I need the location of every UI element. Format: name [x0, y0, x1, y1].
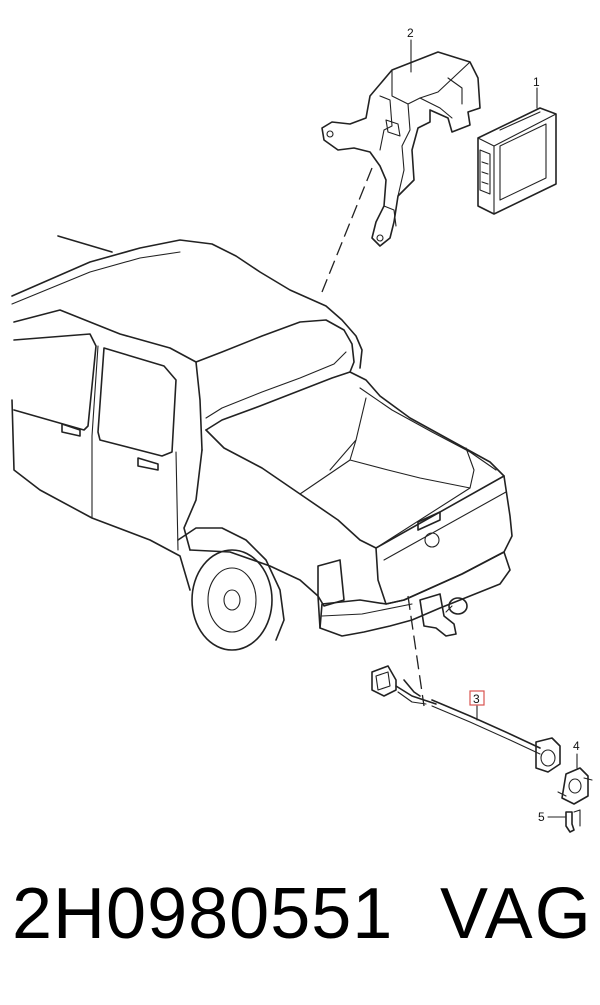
pickup-truck: [11, 235, 513, 651]
mounting-part: [557, 767, 593, 805]
callout-box-3: [469, 690, 485, 706]
assembly-dash-line-upper: [321, 167, 373, 293]
clip-part: [565, 809, 581, 833]
part-number: 2H0980551: [12, 874, 394, 954]
callout-label-5: 5: [538, 810, 545, 824]
wiring-harness-part: [371, 665, 561, 773]
brand-name: VAG: [440, 874, 593, 954]
callout-label-1: 1: [533, 75, 540, 89]
callout-label-4: 4: [573, 739, 580, 753]
assembly-dash-line-lower: [407, 595, 425, 707]
control-unit-part: [477, 107, 557, 215]
callout-label-3: 3: [473, 692, 480, 706]
bracket-part: [321, 51, 481, 247]
callout-label-2: 2: [407, 26, 414, 40]
